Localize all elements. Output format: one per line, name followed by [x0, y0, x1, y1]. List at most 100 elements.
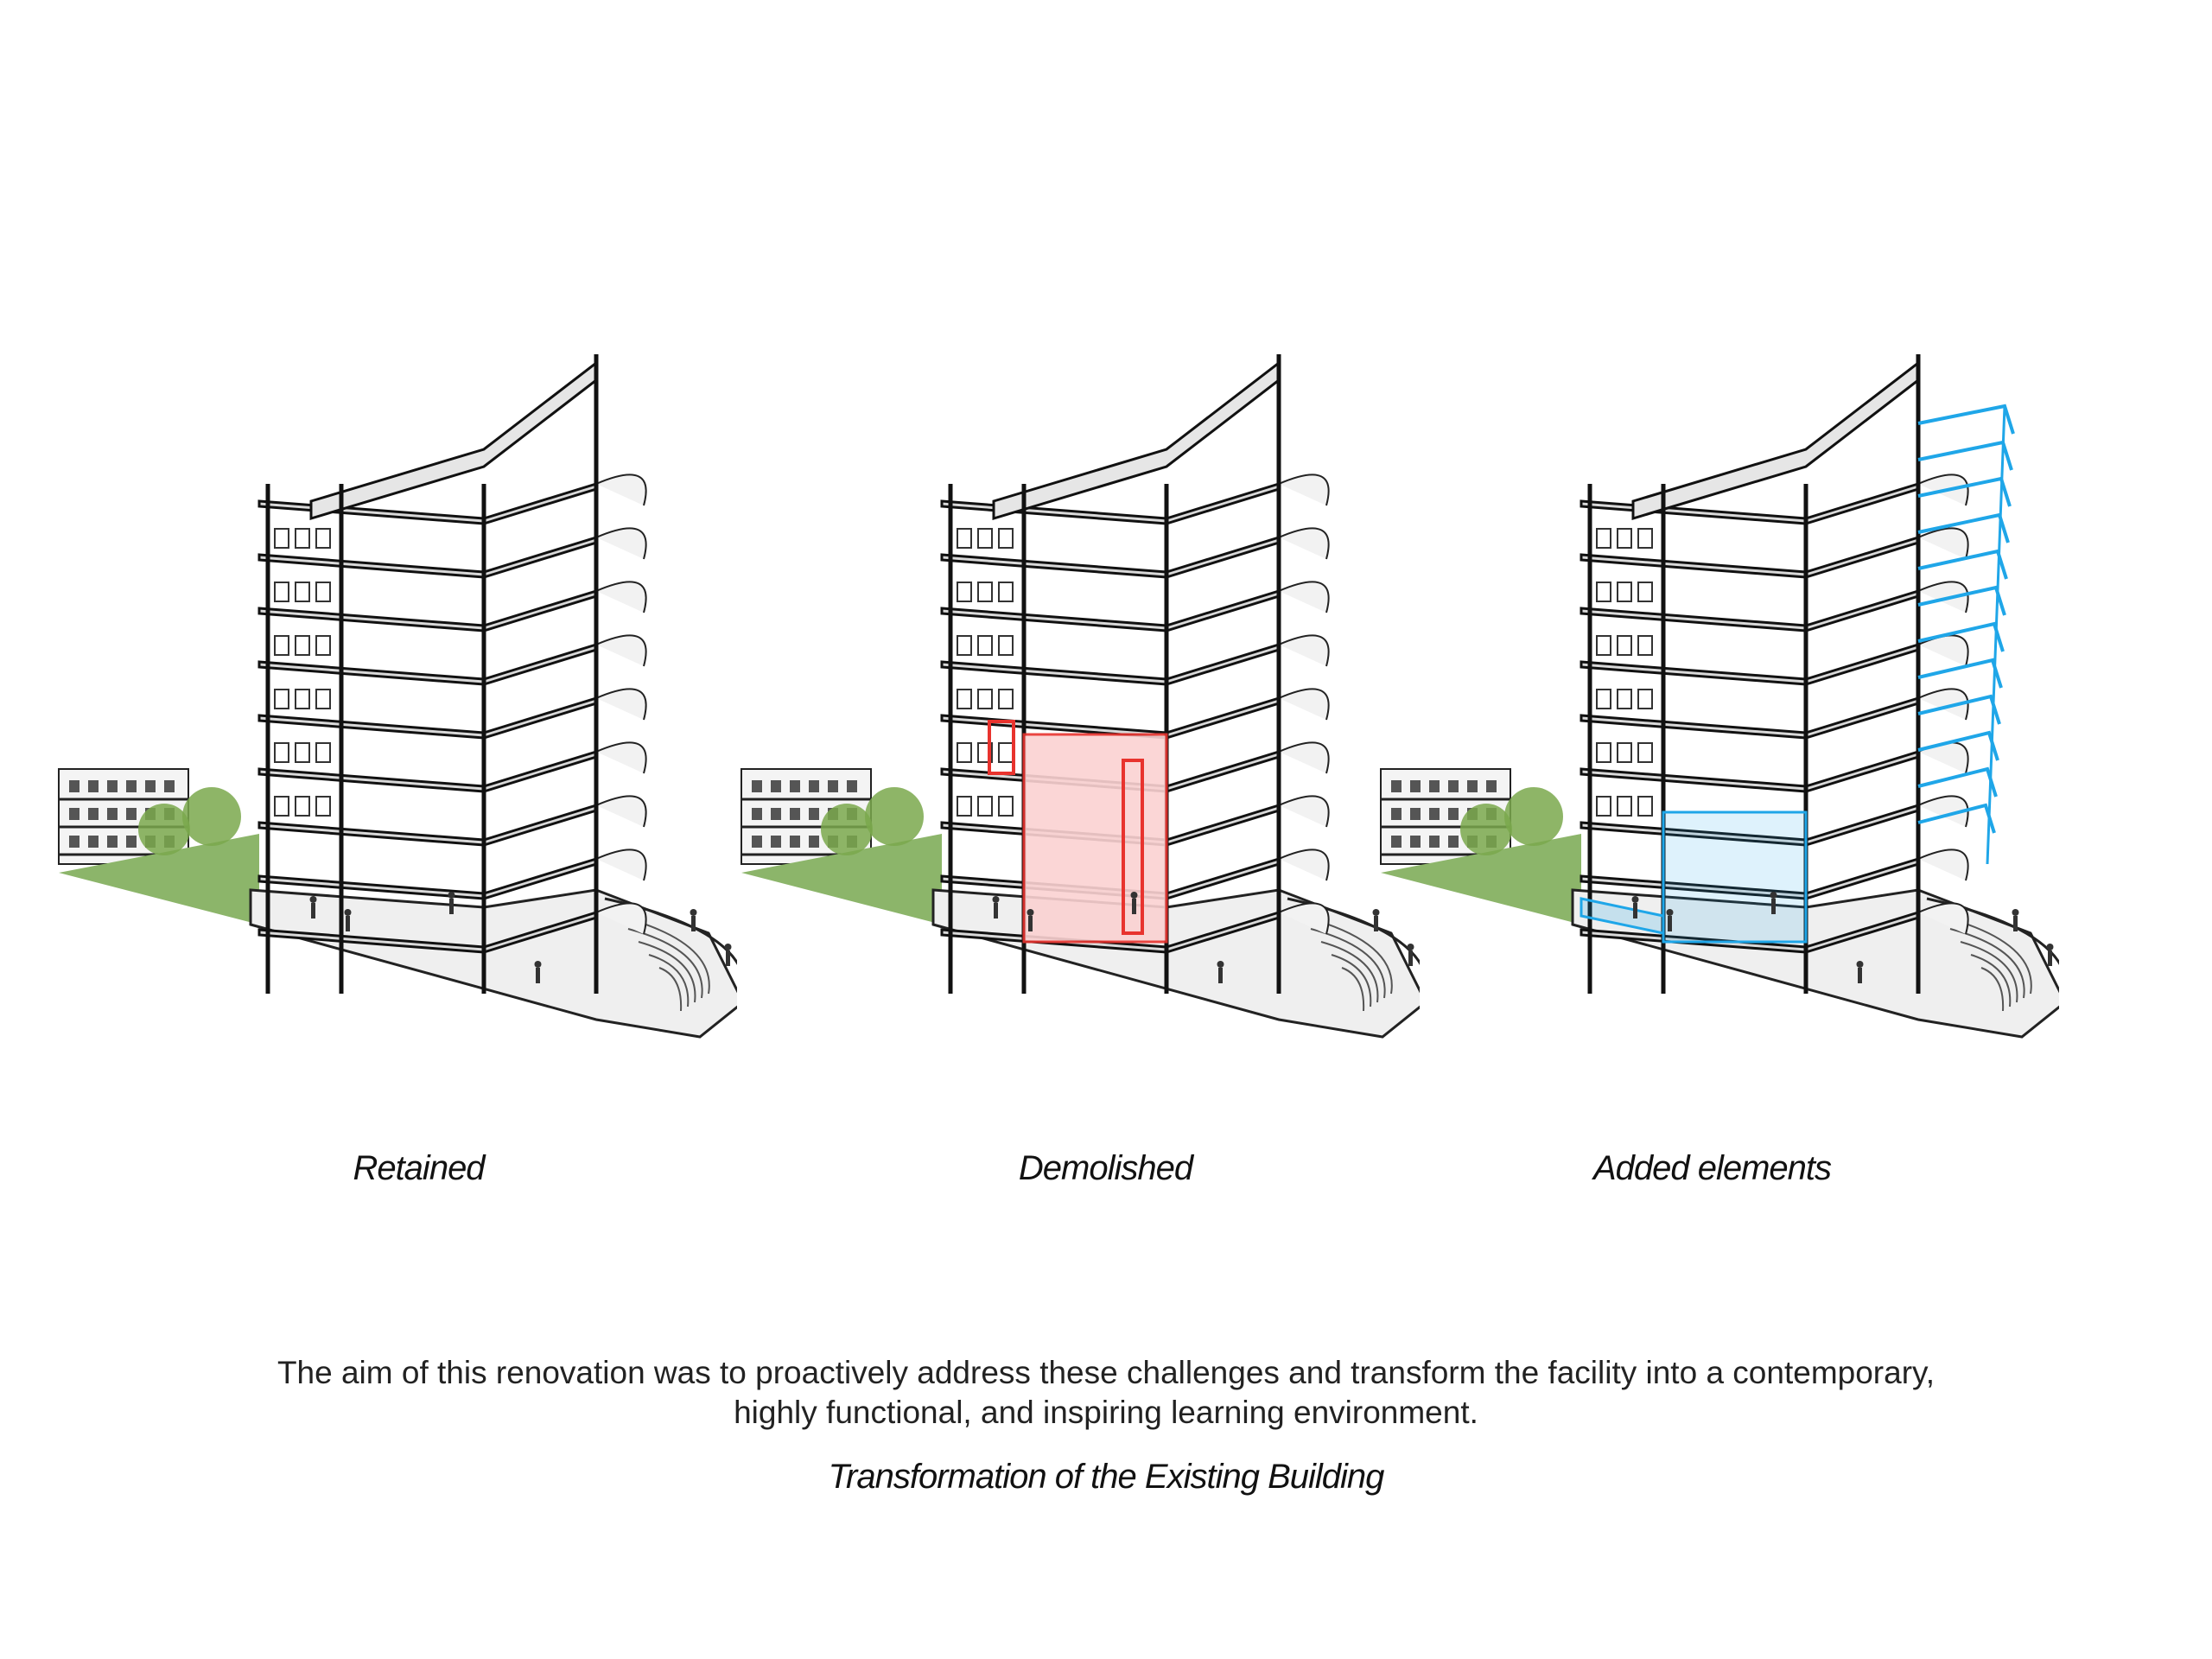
facade-window [1617, 689, 1632, 709]
building-section [58, 354, 737, 1039]
facade-window [1596, 582, 1611, 602]
person-head [344, 909, 352, 916]
lawn [741, 834, 942, 925]
small-building-window [1486, 780, 1497, 792]
added-glazing [1662, 810, 1808, 944]
facade-window [315, 582, 331, 602]
description-line-1: The aim of this renovation was to proact… [276, 1355, 1936, 1390]
curved-balcony [595, 849, 647, 881]
small-building-window [1391, 836, 1402, 848]
person-figure [1668, 916, 1672, 931]
small-building-window [145, 780, 156, 792]
facade-window [315, 528, 331, 549]
curved-balcony [1917, 688, 1969, 721]
person-figure [2048, 950, 2052, 966]
small-building-window [847, 780, 857, 792]
person-head [2046, 944, 2054, 950]
curved-balcony [1278, 902, 1330, 935]
person-figure [691, 916, 696, 931]
facade-window [977, 796, 993, 817]
curved-balcony [595, 474, 647, 506]
curved-balcony [1917, 902, 1969, 935]
facade-window [1637, 582, 1653, 602]
person-head [448, 892, 455, 899]
facade-window [1596, 528, 1611, 549]
caption-added-elements: Added elements [1592, 1149, 1832, 1187]
facade-window [1617, 796, 1632, 817]
small-building-window [88, 836, 99, 848]
person-figure [1374, 916, 1378, 931]
facade-window [274, 635, 289, 656]
floor-slab [257, 856, 598, 900]
facade-window [957, 635, 972, 656]
person-figure [1771, 899, 1776, 914]
added-facade-fin [1917, 658, 2003, 689]
facade-window [274, 689, 289, 709]
curved-balcony [1917, 527, 1969, 560]
subtitle: Transformation of the Existing Building [828, 1458, 1385, 1496]
small-building-window [1391, 808, 1402, 820]
small-building-window [126, 836, 137, 848]
person-head [1770, 892, 1777, 899]
person-figure [994, 903, 998, 918]
curved-balcony [1917, 795, 1969, 828]
section-drawing [1380, 354, 2059, 1039]
plaza-base [249, 888, 737, 1039]
facade-window [957, 689, 972, 709]
roof-slab [1631, 359, 1920, 521]
facade-window [957, 528, 972, 549]
stair-step [1970, 954, 2012, 1007]
small-building-window [1410, 780, 1421, 792]
small-building-window [809, 780, 819, 792]
small-building-window [752, 780, 762, 792]
person-figure [346, 916, 350, 931]
small-building-window [790, 780, 800, 792]
small-building-window [126, 780, 137, 792]
small-building-window [771, 780, 781, 792]
person-head [1217, 961, 1224, 968]
curved-balcony [595, 741, 647, 774]
small-building-window [107, 780, 118, 792]
person-figure [1028, 916, 1033, 931]
facade-window [295, 582, 310, 602]
curved-balcony [595, 902, 647, 935]
curved-balcony [595, 634, 647, 667]
curved-balcony [1278, 795, 1330, 828]
small-building-window [69, 808, 79, 820]
tree [1460, 804, 1512, 855]
small-building-window [790, 836, 800, 848]
person-head [992, 896, 1000, 903]
curved-balcony [1278, 527, 1330, 560]
added-facade-fin [1917, 730, 1999, 761]
person-figure [1408, 950, 1413, 966]
small-building-window [69, 780, 79, 792]
added-facade-fin [1917, 766, 1998, 798]
person-figure [1858, 968, 1862, 983]
tree [182, 787, 241, 846]
curved-balcony [1917, 849, 1969, 881]
added-facade-fin [1917, 549, 2008, 580]
small-building-window [1410, 808, 1421, 820]
small-building-window [809, 808, 819, 820]
facade-window [957, 742, 972, 763]
facade-window [1617, 742, 1632, 763]
small-building-window [1448, 808, 1459, 820]
facade-window [1596, 689, 1611, 709]
added-facade-fin [1917, 585, 2006, 616]
curved-balcony [595, 688, 647, 721]
description-line-2: highly functional, and inspiring learnin… [734, 1395, 1478, 1430]
stair-step [1341, 967, 1365, 1012]
person-head [1027, 909, 1034, 916]
added-facade-fin [1917, 440, 2013, 471]
facade-window [998, 796, 1014, 817]
diagram-added-elements [1322, 0, 2059, 1175]
plaza-base [1571, 888, 2059, 1039]
facade-window [274, 742, 289, 763]
person-figure [536, 968, 540, 983]
small-building-window [752, 808, 762, 820]
added-facade-fin [1917, 621, 2005, 652]
person-head [690, 909, 697, 916]
facade-window [315, 742, 331, 763]
curved-balcony [595, 795, 647, 828]
facade-window [1596, 796, 1611, 817]
